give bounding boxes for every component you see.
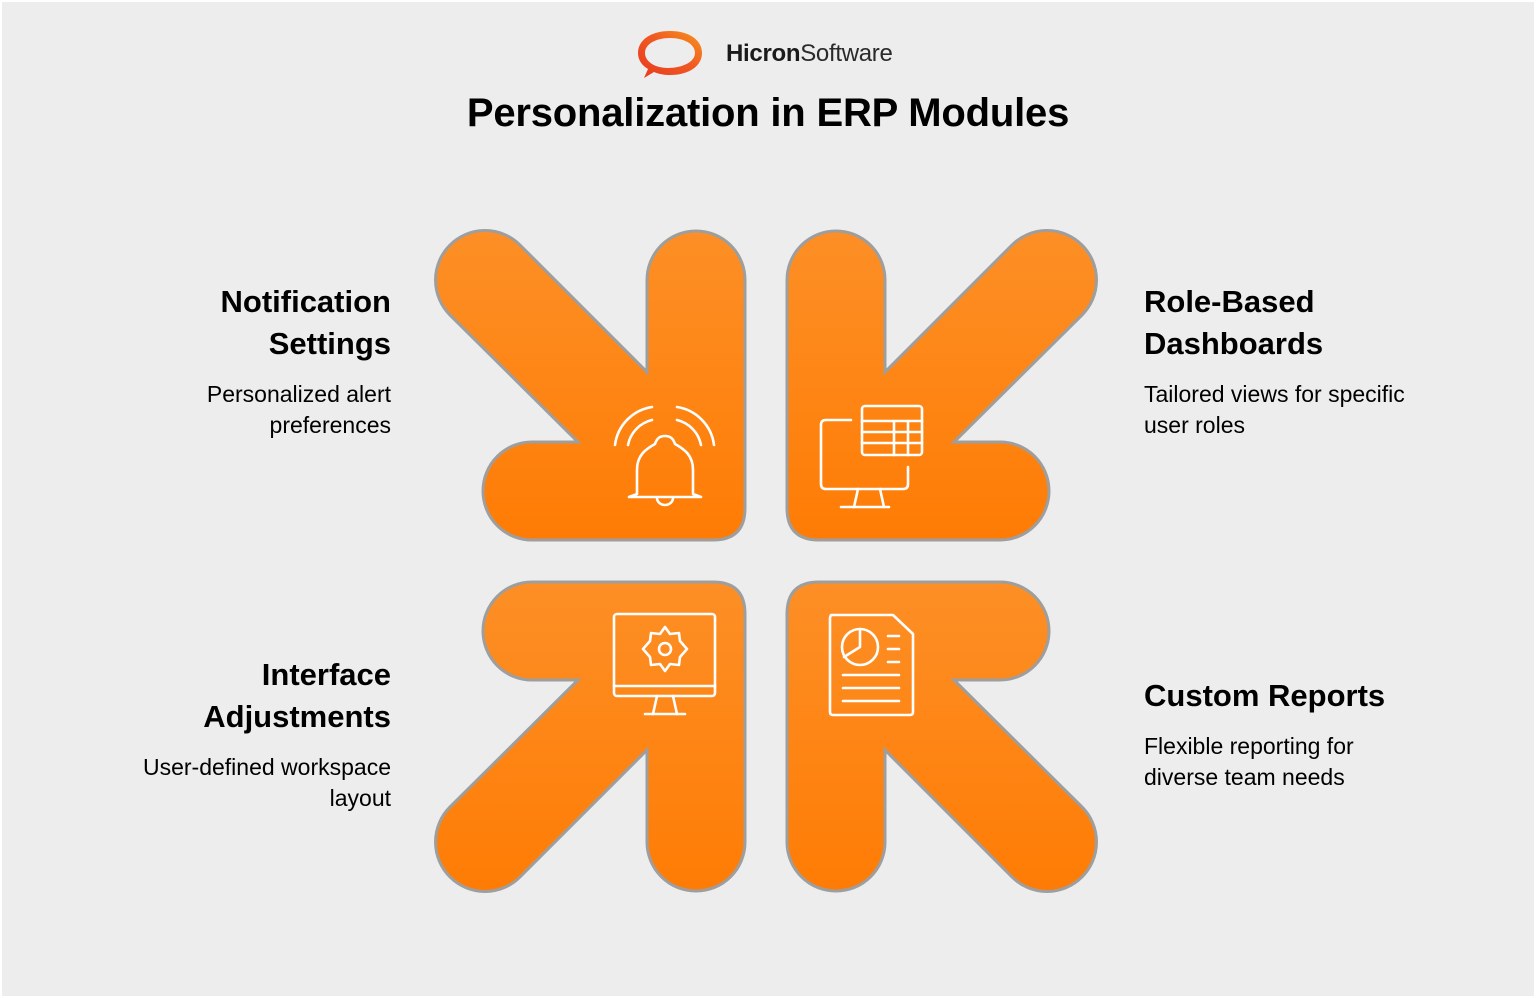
monitor-gear-icon [612, 612, 717, 716]
speech-bubble-ring-icon [638, 31, 702, 78]
report-document-icon [828, 613, 915, 717]
page-title: Personalization in ERP Modules [466, 91, 1070, 135]
bell-alert-icon [613, 405, 716, 507]
monitor-table-icon [819, 404, 924, 509]
item-heading: Custom Reports [1144, 678, 1386, 713]
logo-wordmark: HicronSoftware [726, 40, 893, 67]
hicron-logo: HicronSoftware [634, 26, 893, 82]
arrow-down-right [434, 229, 747, 542]
arrow-up-right [434, 580, 747, 893]
arrow-down-left [785, 229, 1098, 542]
arrow-up-left [785, 580, 1098, 893]
